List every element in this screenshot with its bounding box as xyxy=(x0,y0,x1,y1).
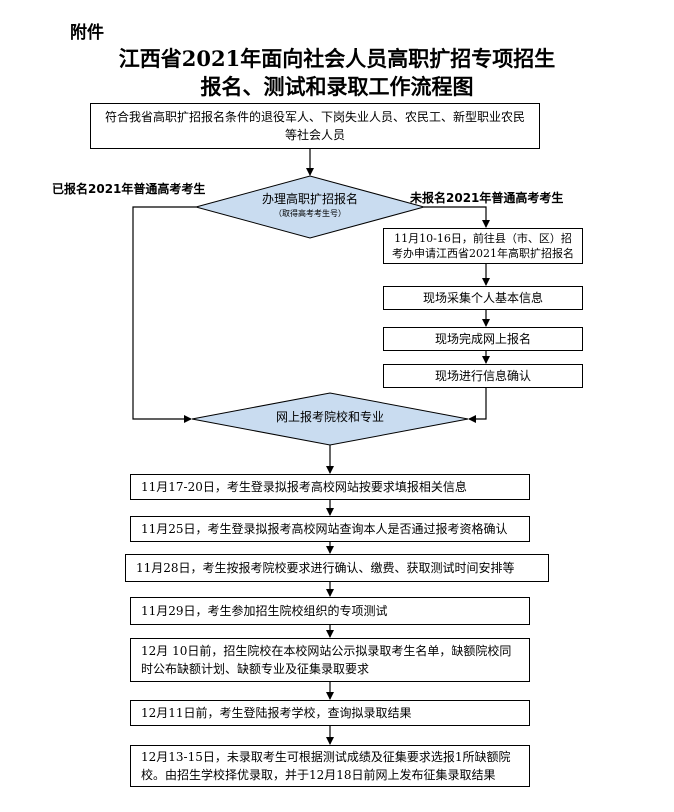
right-step-3: 现场完成网上报名 xyxy=(383,327,583,351)
branch-label-left: 已报名2021年普通高考考生 xyxy=(52,182,206,196)
decision1-label: 办理高职扩招报名 xyxy=(261,192,358,206)
step-5: 12月 10日前，招生院校在本校网站公示拟录取考生名单，缺额院校同时公布缺额计划… xyxy=(130,638,530,682)
step-4: 11月29日，考生参加招生院校组织的专项测试 xyxy=(130,597,530,625)
attachment-label: 附件 xyxy=(70,23,104,43)
line-left-branch xyxy=(132,206,196,423)
line-right-branch xyxy=(424,206,490,228)
step-1: 11月17-20日，考生登录拟报考高校网站按要求填报相关信息 xyxy=(130,474,530,500)
right-step-2: 现场采集个人基本信息 xyxy=(383,286,583,310)
decision1-sublabel: （取得高考考生号） xyxy=(274,209,346,218)
page-title-line2: 报名、测试和录取工作流程图 xyxy=(200,74,474,99)
start-box: 符合我省高职扩招报名条件的退役军人、下岗失业人员、农民工、新型职业农民等社会人员 xyxy=(90,103,540,149)
step-3: 11月28日，考生按报考院校要求进行确认、缴费、获取测试时间安排等 xyxy=(125,554,549,582)
page-title-line1: 江西省2021年面向社会人员高职扩招专项招生 xyxy=(118,46,556,71)
right-step-1: 11月10-16日，前往县（市、区）招考办申请江西省2021年高职扩招报名 xyxy=(383,228,583,264)
right-step-4: 现场进行信息确认 xyxy=(383,364,583,388)
branch-label-right: 未报名2021年普通高考考生 xyxy=(410,191,564,205)
decision2-label: 网上报考院校和专业 xyxy=(275,410,384,424)
step-7: 12月13-15日，未录取考生可根据测试成绩及征集要求选报1所缺额院校。由招生学… xyxy=(130,745,530,787)
line-r4-to-decision2 xyxy=(468,388,487,423)
step-6: 12月11日前，考生登陆报考学校，查询拟录取结果 xyxy=(130,700,530,726)
step-2: 11月25日，考生登录拟报考高校网站查询本人是否通过报考资格确认 xyxy=(130,516,530,542)
